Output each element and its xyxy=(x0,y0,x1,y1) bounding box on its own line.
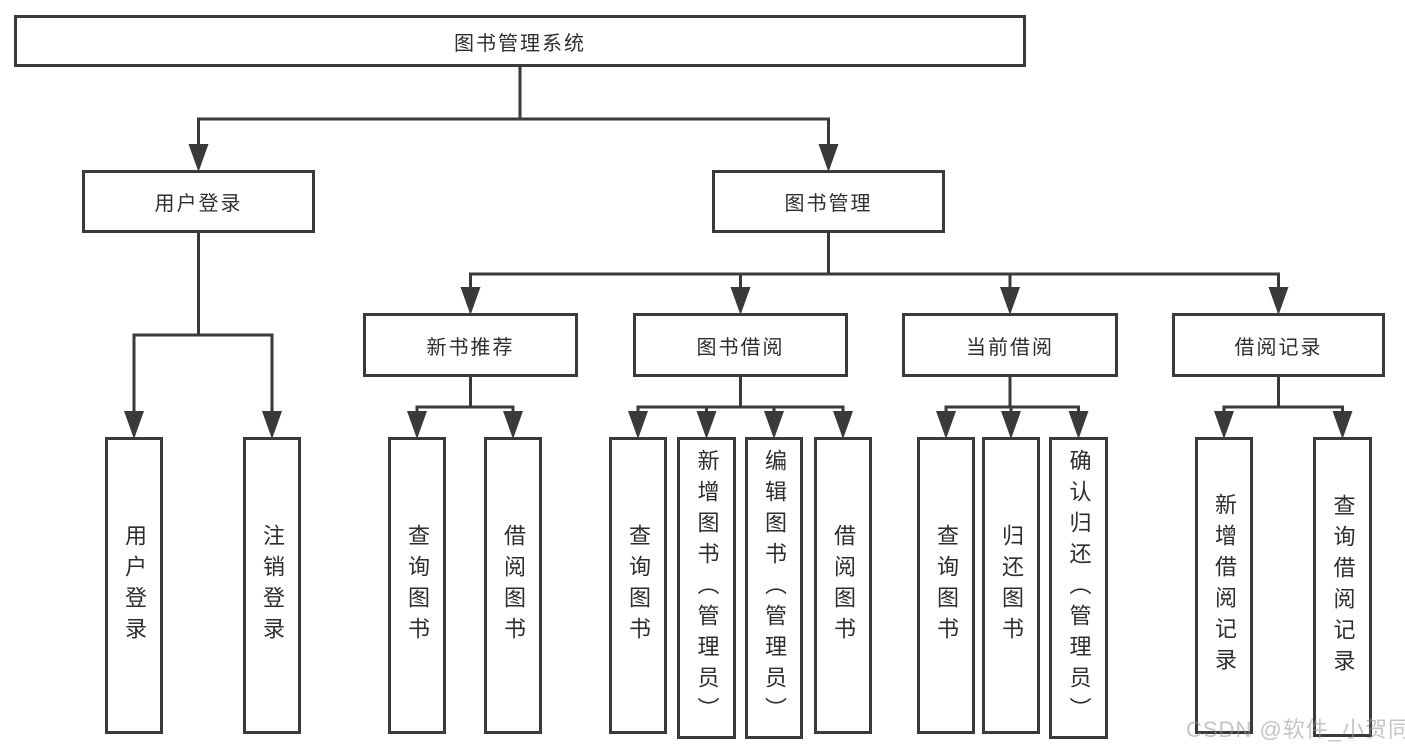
node-bb-borrow: 借阅图书 xyxy=(814,437,872,734)
node-cb-confirm: 确认归还（管理员） xyxy=(1049,437,1108,739)
node-bb-edit: 编辑图书（管理员） xyxy=(745,437,803,739)
node-logout-leaf: 注销登录 xyxy=(243,437,301,734)
node-current: 当前借阅 xyxy=(902,313,1118,377)
node-br-query: 查询借阅记录 xyxy=(1313,437,1372,737)
node-cb-query: 查询图书 xyxy=(917,437,975,734)
node-book-mgmt: 图书管理 xyxy=(712,170,945,233)
node-br-add: 新增借阅记录 xyxy=(1195,437,1253,734)
node-login-leaf: 用户登录 xyxy=(105,437,163,734)
node-cb-return: 归还图书 xyxy=(982,437,1040,734)
node-new-book: 新书推荐 xyxy=(363,313,578,377)
node-nb-borrow: 借阅图书 xyxy=(484,437,542,734)
node-root: 图书管理系统 xyxy=(14,15,1026,67)
node-nb-query: 查询图书 xyxy=(388,437,446,734)
node-bb-add: 新增图书（管理员） xyxy=(677,437,736,739)
node-user-login: 用户登录 xyxy=(82,170,315,233)
node-bb-query: 查询图书 xyxy=(609,437,667,734)
node-borrow: 图书借阅 xyxy=(633,313,848,377)
node-records: 借阅记录 xyxy=(1172,313,1385,377)
